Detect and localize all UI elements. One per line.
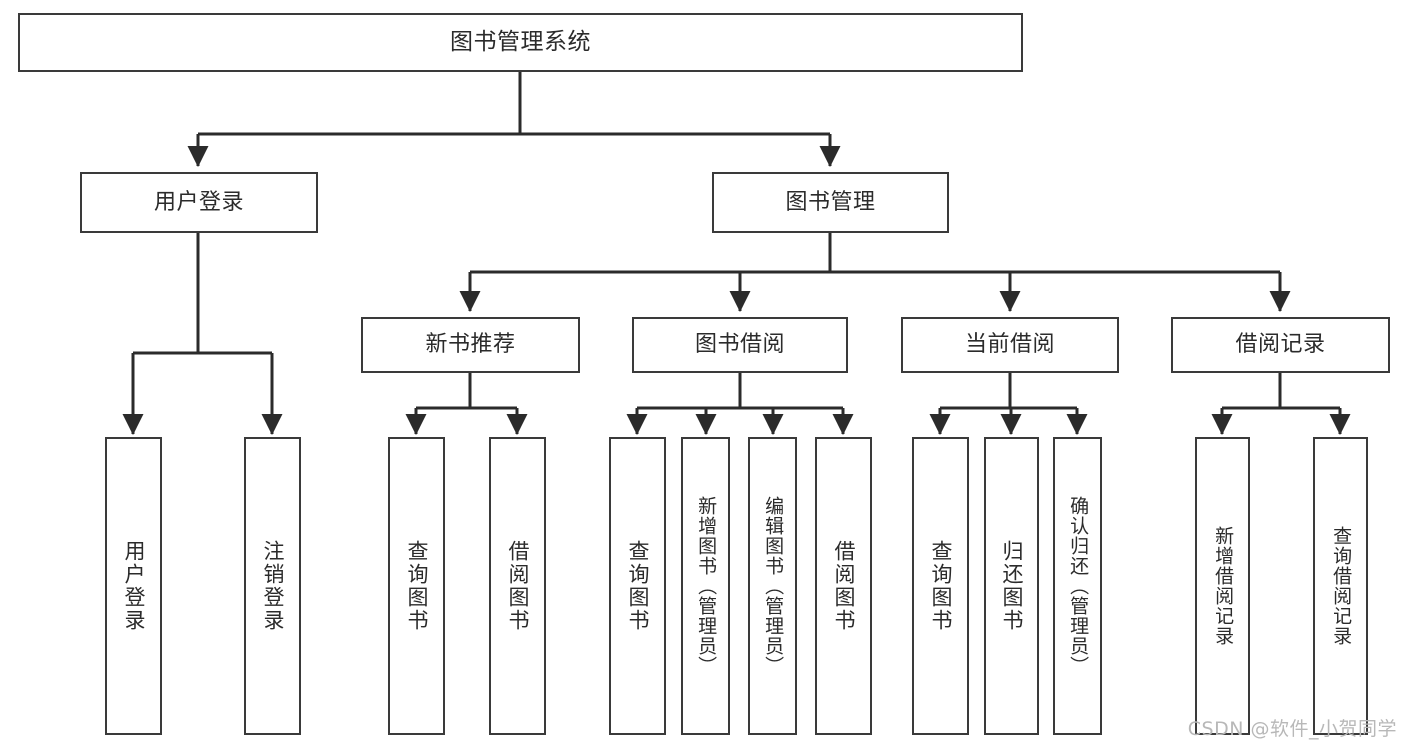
leaf-record-query-label: 查询借阅记录 [1330, 526, 1353, 646]
node-book-management-label: 图书管理 [785, 189, 876, 215]
node-borrow-record-label: 借阅记录 [1235, 332, 1326, 358]
leaf-current-return[interactable]: 归还图书 [984, 437, 1039, 735]
node-book-management[interactable]: 图书管理 [712, 172, 949, 233]
node-new-book-recommend-label: 新书推荐 [425, 332, 516, 358]
leaf-current-return-label: 归还图书 [999, 540, 1024, 632]
leaf-newbook-query-label: 查询图书 [404, 540, 429, 632]
leaf-user-logout-label: 注销登录 [260, 540, 285, 632]
node-user-login[interactable]: 用户登录 [80, 172, 318, 233]
leaf-user-login-label: 用户登录 [121, 540, 146, 632]
leaf-newbook-borrow[interactable]: 借阅图书 [489, 437, 546, 735]
leaf-newbook-query[interactable]: 查询图书 [388, 437, 445, 735]
node-book-borrow[interactable]: 图书借阅 [632, 317, 848, 373]
leaf-borrow-borrow-label: 借阅图书 [831, 540, 856, 632]
leaf-current-confirm[interactable]: 确认归还（管理员） [1053, 437, 1102, 735]
node-root[interactable]: 图书管理系统 [18, 13, 1023, 72]
leaf-borrow-query-label: 查询图书 [625, 540, 650, 632]
leaf-current-confirm-label: 确认归还（管理员） [1067, 496, 1090, 676]
node-book-borrow-label: 图书借阅 [694, 332, 785, 358]
leaf-borrow-add-label: 新增图书（管理员） [695, 496, 718, 676]
leaf-borrow-edit-label: 编辑图书（管理员） [762, 496, 785, 676]
leaf-borrow-query[interactable]: 查询图书 [609, 437, 666, 735]
leaf-current-query[interactable]: 查询图书 [912, 437, 969, 735]
leaf-current-query-label: 查询图书 [928, 540, 953, 632]
node-root-label: 图书管理系统 [450, 29, 591, 56]
leaf-record-add[interactable]: 新增借阅记录 [1195, 437, 1250, 735]
node-current-borrow[interactable]: 当前借阅 [901, 317, 1119, 373]
node-current-borrow-label: 当前借阅 [964, 332, 1055, 358]
leaf-borrow-add[interactable]: 新增图书（管理员） [681, 437, 730, 735]
leaf-borrow-edit[interactable]: 编辑图书（管理员） [748, 437, 797, 735]
node-user-login-label: 用户登录 [153, 189, 244, 215]
leaf-borrow-borrow[interactable]: 借阅图书 [815, 437, 872, 735]
leaf-newbook-borrow-label: 借阅图书 [505, 540, 530, 632]
leaf-record-add-label: 新增借阅记录 [1212, 526, 1235, 646]
node-borrow-record[interactable]: 借阅记录 [1171, 317, 1390, 373]
leaf-record-query[interactable]: 查询借阅记录 [1313, 437, 1368, 735]
watermark: CSDN @软件_小贺同学 [1187, 718, 1397, 740]
leaf-user-logout[interactable]: 注销登录 [244, 437, 301, 735]
node-new-book-recommend[interactable]: 新书推荐 [361, 317, 580, 373]
leaf-user-login[interactable]: 用户登录 [105, 437, 162, 735]
